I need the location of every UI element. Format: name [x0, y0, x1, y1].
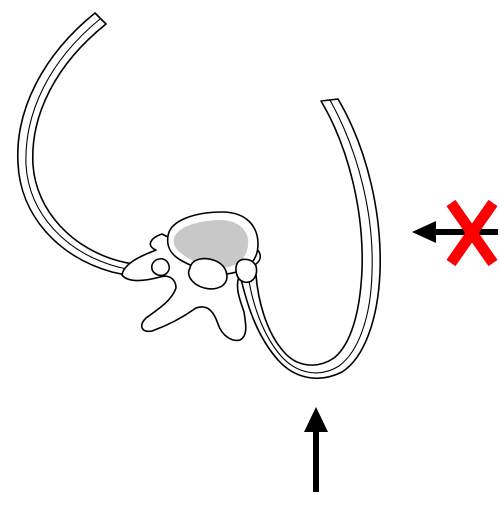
arrow-left-head-icon	[412, 221, 436, 243]
right-rib	[240, 99, 380, 378]
right-rib-head	[236, 259, 257, 282]
left-rib	[18, 13, 160, 276]
arrow-from-below	[304, 407, 328, 492]
left-rib-head	[152, 259, 170, 276]
arrow-from-right-blocked	[412, 203, 498, 263]
left-rib-inner-line	[26, 19, 158, 271]
arrow-up-head-icon	[304, 407, 328, 432]
